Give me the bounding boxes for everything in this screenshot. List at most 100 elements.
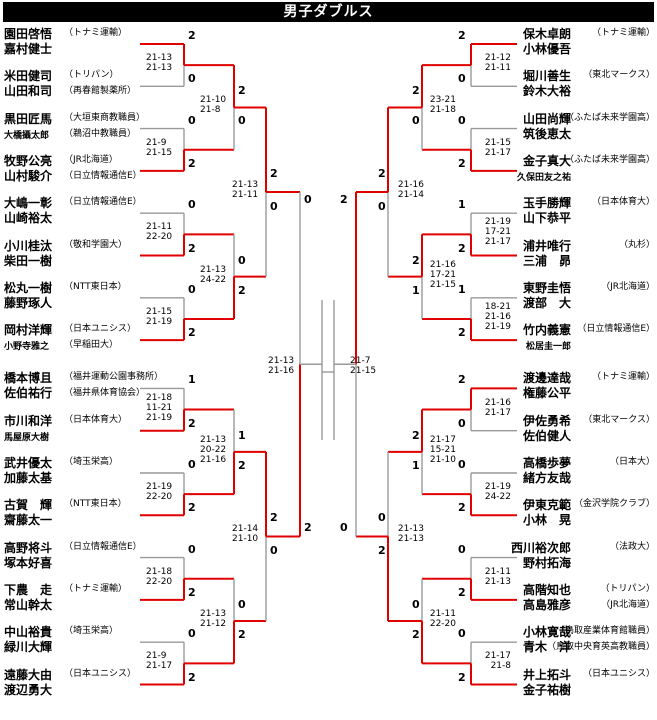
match-score: 21-13: [200, 264, 227, 275]
player-name: 山田尚輝: [522, 111, 571, 126]
player-name: 遠藤大由: [4, 667, 53, 682]
match-score: 21-16: [397, 180, 424, 191]
games-won: 0: [188, 542, 196, 556]
player-name: 加藤太基: [4, 471, 53, 485]
player-name: 園田啓悟: [4, 27, 53, 41]
team-name: （NTT東日本）: [64, 499, 127, 510]
player-name: 緒方友哉: [522, 471, 571, 485]
match-score: 22-20: [146, 576, 173, 587]
match-score: 21-18: [146, 392, 173, 403]
team-name: （丸杉）: [618, 239, 655, 250]
match-score: 21-17: [484, 407, 511, 418]
player-name: 馬屋原大樹: [4, 432, 50, 443]
player-name: 渡邊達哉: [522, 371, 571, 386]
team-name: （鳥取中央育英高教職員）: [546, 642, 655, 653]
match-score: 21-19: [146, 316, 173, 327]
player-name: 金子祐樹: [522, 682, 571, 697]
games-won: 2: [458, 326, 466, 340]
match-score: 21-16: [429, 259, 456, 270]
team-name: （東北マークス）: [583, 70, 655, 81]
games-won: 1: [412, 458, 420, 472]
player-name: 竹内義憲: [522, 323, 571, 338]
match-score: 21-13: [146, 63, 173, 74]
games-won: 0: [378, 511, 386, 525]
match-score: 21-17: [146, 661, 173, 672]
games-won: 0: [340, 521, 348, 535]
match-score: 21-19: [484, 217, 511, 228]
games-won: 2: [378, 544, 386, 558]
games-won: 2: [458, 501, 466, 515]
match-score: 21-13: [200, 609, 227, 620]
games-won: 2: [458, 670, 466, 684]
games-won: 2: [188, 29, 196, 42]
match-score: 21-15: [350, 366, 377, 377]
team-name: （トリパン）: [600, 583, 655, 594]
games-won: 0: [458, 72, 466, 86]
match-score: 21-14: [397, 190, 424, 201]
team-name: （日立情報通信E）: [64, 197, 142, 208]
player-name: 三浦 昴: [522, 253, 571, 268]
match-score: 24-22: [484, 492, 511, 503]
player-name: 大嶋一彰: [4, 196, 53, 211]
match-score: 21-15: [146, 306, 173, 317]
team-name: （鳥取産業体育館職員）: [555, 626, 655, 637]
team-name: （日本体育大）: [591, 197, 655, 208]
player-name: 小川桂汰: [4, 238, 53, 253]
team-name: （埼玉栄高）: [64, 457, 119, 467]
match-score: 21-16: [268, 366, 295, 377]
player-name: 渡辺勇大: [4, 682, 53, 697]
match-score: 21-18: [429, 105, 456, 116]
games-won: 2: [238, 84, 246, 98]
games-won: 2: [458, 29, 466, 42]
match-score: 21-13: [268, 356, 295, 367]
player-name: 山村駿介: [4, 168, 53, 183]
match-score: 21-19: [484, 482, 511, 493]
match-score: 22-20: [146, 492, 173, 503]
games-won: 2: [412, 628, 420, 642]
player-name: 小林寛哉: [522, 625, 571, 640]
player-name: 中山裕貴: [4, 625, 53, 640]
games-won: 2: [238, 628, 246, 642]
team-name: （JR北海道）: [64, 154, 118, 165]
player-name: 鈴木大裕: [522, 84, 571, 99]
team-name: （埼玉栄高）: [64, 626, 119, 637]
player-name: 山田和司: [4, 84, 53, 99]
games-won: 2: [188, 501, 196, 515]
match-score: 21-9: [146, 651, 167, 662]
games-won: 0: [458, 627, 466, 641]
games-won: 2: [238, 283, 246, 297]
games-won: 2: [458, 373, 466, 387]
player-name: 東野圭悟: [522, 280, 571, 295]
player-name: 下農 走: [4, 582, 53, 597]
player-name: 堀川善生: [522, 69, 571, 84]
player-name: 山下恭平: [522, 211, 571, 226]
page-title: 男子ダブルス: [3, 2, 654, 22]
games-won: 2: [270, 511, 278, 525]
match-score: 21-12: [200, 619, 227, 630]
match-score: 17-21: [429, 269, 456, 280]
games-won: 2: [458, 241, 466, 255]
match-score: 21-11: [232, 190, 259, 201]
match-score: 15-21: [429, 444, 456, 455]
team-name: （トリパン）: [64, 70, 119, 81]
games-won: 0: [188, 458, 196, 471]
games-won: 0: [378, 200, 386, 214]
player-name: 黒田匠馬: [4, 111, 53, 126]
games-won: 0: [270, 544, 278, 558]
match-score: 11-21: [146, 402, 173, 413]
match-score: 20-22: [200, 444, 227, 455]
team-name: （金沢学院クラブ）: [573, 499, 655, 510]
player-name: 高島雅彦: [522, 597, 571, 612]
match-score: 21-15: [484, 137, 511, 148]
games-won: 2: [458, 585, 466, 599]
team-name: （日立情報通信E）: [64, 170, 142, 181]
player-name: 浦井唯行: [522, 238, 571, 253]
team-name: （再春館製薬所）: [64, 86, 137, 97]
match-score: 21-17: [484, 651, 511, 662]
games-won: 0: [458, 542, 466, 556]
match-score: 21-11: [484, 63, 511, 74]
team-name: （日本大）: [609, 457, 655, 467]
games-won: 0: [304, 193, 312, 207]
match-score: 21-19: [146, 412, 173, 423]
match-score: 22-20: [146, 232, 173, 243]
